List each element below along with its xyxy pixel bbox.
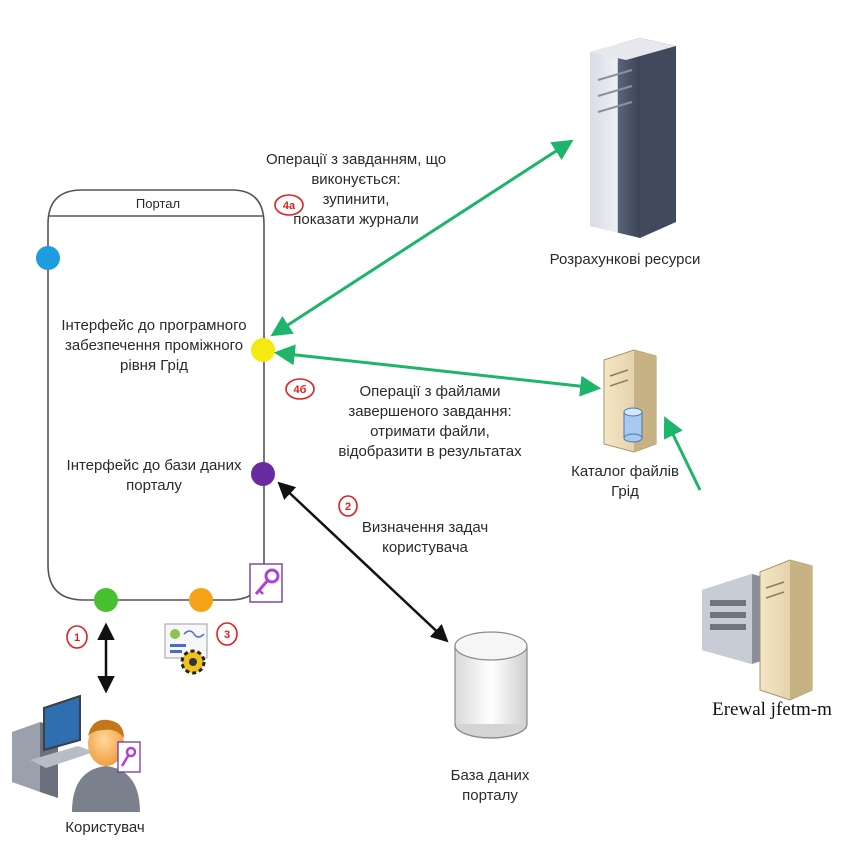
- user-avatar-icon: [72, 719, 141, 812]
- svg-text:3: 3: [224, 629, 230, 641]
- portal-db-label: База даних порталу: [430, 766, 550, 806]
- cert-interface-dot: [189, 588, 213, 612]
- grid-catalog-line-1: Каталог файлів: [571, 463, 679, 480]
- arrow-external-to-catalog: [663, 416, 702, 491]
- svg-text:2: 2: [345, 501, 351, 513]
- external-servers-icon: [702, 559, 813, 701]
- external-server-label: Erewal jfetm-m: [712, 699, 832, 720]
- ops-4a-line-3: зупинити,: [322, 191, 390, 208]
- arrow-4a: [270, 139, 574, 337]
- badge-2: 2: [338, 495, 358, 517]
- svg-text:4б: 4б: [294, 384, 307, 396]
- step-2-line-2: користувача: [382, 539, 468, 556]
- grid-catalog-label: Каталог файлів Грід: [560, 462, 690, 502]
- key-icon: [249, 563, 283, 603]
- portal-blue-dot: [36, 246, 60, 270]
- badge-4a: 4a: [274, 194, 304, 216]
- badge-4b: 4б: [285, 378, 315, 400]
- db-interface-label: Інтерфейс до бази даних порталу: [52, 456, 256, 496]
- grid-catalog-line-2: Грід: [611, 483, 639, 500]
- user-label: Користувач: [65, 819, 145, 836]
- user-workstation-icon: [12, 694, 94, 798]
- rack-server-icon: [590, 38, 676, 238]
- catalog-server-icon: [603, 349, 657, 453]
- db-interface-line-1: Інтерфейс до бази даних: [66, 457, 242, 474]
- ops-4b-line-2: завершеного завдання:: [348, 403, 512, 420]
- portal-title: Портал: [135, 196, 181, 211]
- ops-4b-label: Операції з файлами завершеного завдання:…: [330, 382, 530, 462]
- ops-4b-line-3: отримати файли,: [370, 423, 490, 440]
- ops-4a-line-1: Операції з завданням, що: [266, 151, 447, 168]
- grid-interface-line-1: Інтерфейс до програмного: [61, 317, 247, 334]
- portal-db-line-1: База даних: [450, 767, 530, 784]
- compute-resources-label: Розрахункові ресурси: [549, 251, 701, 268]
- grid-interface-line-3: рівня Грід: [120, 357, 188, 374]
- db-interface-line-2: порталу: [126, 477, 182, 494]
- grid-interface-line-2: забезпечення проміжного: [64, 337, 244, 354]
- step-2-line-1: Визначення задач: [361, 519, 489, 536]
- grid-interface-label: Інтерфейс до програмного забезпечення пр…: [52, 316, 256, 376]
- badge-3: 3: [216, 622, 238, 646]
- ops-4a-label: Операції з завданням, що виконується: зу…: [266, 150, 446, 230]
- portal-db-line-2: порталу: [462, 787, 518, 804]
- badge-1: 1: [66, 625, 88, 649]
- database-icon: [454, 631, 528, 739]
- ops-4b-line-1: Операції з файлами: [359, 383, 501, 400]
- ops-4a-line-2: виконується:: [311, 171, 401, 188]
- step-2-label: Визначення задач користувача: [350, 518, 500, 558]
- svg-text:4a: 4a: [283, 200, 296, 212]
- arrow-4b: [273, 344, 602, 397]
- user-interface-dot: [94, 588, 118, 612]
- db-interface-dot: [251, 462, 275, 486]
- grid-interface-dot: [251, 338, 275, 362]
- certificate-gear-icon: [164, 623, 208, 675]
- ops-4a-line-4: показати журнали: [293, 211, 419, 228]
- ops-4b-line-4: відобразити в результатах: [338, 443, 522, 460]
- arrow-2: [277, 481, 449, 643]
- svg-text:1: 1: [74, 632, 80, 644]
- portal-box: [47, 189, 265, 601]
